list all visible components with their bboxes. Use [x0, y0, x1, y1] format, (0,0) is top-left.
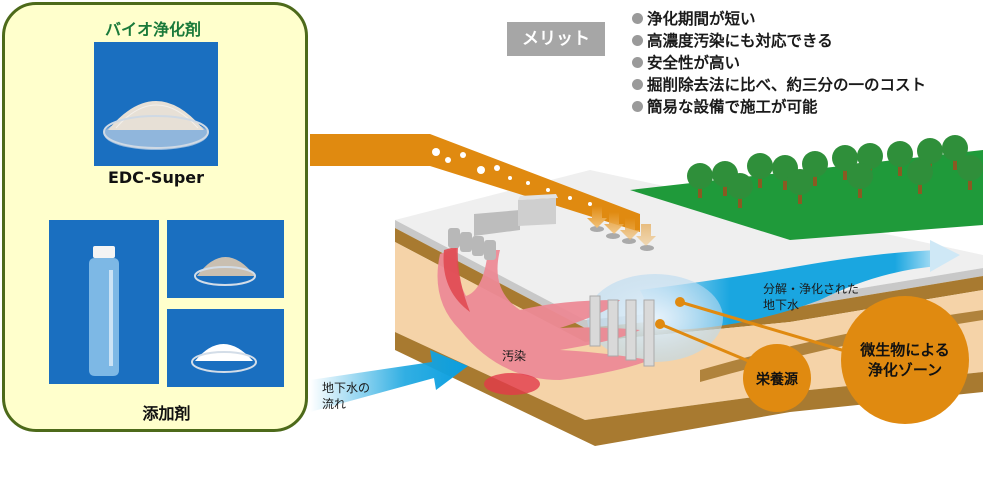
- nutrient-bubble: [743, 344, 811, 412]
- tree-crown-icon: [907, 159, 933, 185]
- tree-crown-icon: [747, 153, 773, 179]
- microbe-zone-label-line2: 浄化ゾーン: [868, 361, 942, 379]
- bullet-icon: [632, 101, 643, 112]
- bullet-icon: [632, 35, 643, 46]
- tree-crown-icon: [957, 155, 983, 181]
- bullet-icon: [632, 57, 643, 68]
- additive-grey-powder-photo: [167, 220, 284, 298]
- tree-crown-icon: [857, 143, 883, 169]
- tree-crown-icon: [802, 151, 828, 177]
- tree-crown-icon: [727, 173, 753, 199]
- microbe-zone-label-line1: 微生物による: [859, 341, 950, 359]
- injection-arrows: [587, 206, 656, 246]
- merit-item: 安全性が高い: [632, 52, 926, 74]
- forest-ground: [630, 150, 983, 240]
- bioagent-supply-ribbon: [310, 134, 640, 232]
- products-title: バイオ浄化剤: [104, 20, 201, 39]
- merit-item: 高濃度汚染にも対応できる: [632, 30, 926, 52]
- additive-white-crystals-photo: [167, 309, 284, 387]
- factory-icon: [474, 194, 558, 236]
- additives-label: 添加剤: [142, 404, 191, 423]
- groundwater-flow-label-line2: 流れ: [322, 397, 346, 411]
- contamination-plume: [437, 246, 650, 395]
- microbe-zone-bubble: [841, 296, 969, 424]
- tree-crown-icon: [787, 169, 813, 195]
- additive-bottle-photo: [49, 220, 159, 384]
- microbe-callout-dot: [675, 297, 685, 307]
- merit-item: 掘削除去法に比べ、約三分の一のコスト: [632, 74, 926, 96]
- purified-water-label-line2: 地下水: [763, 298, 799, 312]
- groundwater-flow-label-line1: 地下水の: [322, 381, 370, 395]
- purified-water-label-line1: 分解・浄化された: [763, 282, 859, 296]
- microbe-zone: [587, 274, 723, 362]
- white-crystals-dish-icon: [191, 344, 257, 373]
- groundwater-inflow-arrow: [310, 350, 468, 412]
- tree-crown-icon: [887, 141, 913, 167]
- powder-dish-icon: [103, 101, 209, 150]
- flow-arrow-head: [930, 240, 960, 272]
- bottle-icon: [89, 246, 119, 376]
- edc-super-photo: [94, 42, 218, 166]
- tree-crown-icon: [917, 138, 943, 164]
- forest-trees: [687, 135, 983, 208]
- merit-badge: メリット: [507, 22, 605, 56]
- merit-list: 浄化期間が短い 高濃度汚染にも対応できる 安全性が高い 掘削除去法に比べ、約三分…: [632, 8, 926, 118]
- bullet-icon: [632, 13, 643, 24]
- grey-powder-dish-icon: [194, 257, 256, 286]
- tree-crown-icon: [832, 145, 858, 171]
- edc-super-label: EDC-Super: [107, 168, 205, 187]
- nutrient-label: 栄養源: [755, 371, 798, 388]
- bubble: [432, 148, 440, 156]
- tree-crown-icon: [942, 135, 968, 161]
- nutrient-callout-dot: [655, 319, 665, 329]
- storage-tanks-icon: [448, 228, 496, 260]
- bullet-icon: [632, 79, 643, 90]
- tree-crown-icon: [687, 163, 713, 189]
- contamination-label: 汚染: [502, 348, 526, 363]
- merit-item: 浄化期間が短い: [632, 8, 926, 30]
- injection-wells: [589, 295, 655, 367]
- tree-crown-icon: [847, 163, 873, 189]
- merit-item: 簡易な設備で施工が可能: [632, 96, 926, 118]
- injection-holes: [590, 226, 654, 251]
- microbe-callout-line: [679, 300, 863, 358]
